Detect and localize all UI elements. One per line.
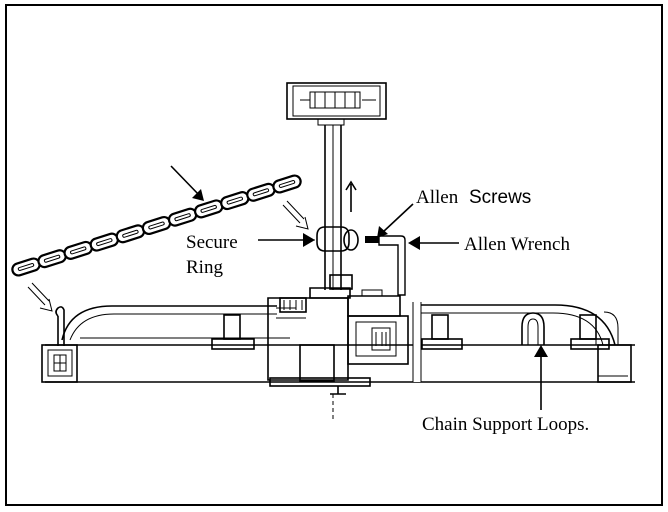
arrow-to-secure-ring-icon: [258, 233, 315, 247]
chain-link: [167, 207, 198, 227]
arrow-chain-to-ring-icon: [282, 200, 309, 230]
arrow-to-allen-wrench-icon: [408, 236, 459, 250]
chain-link-hole: [70, 246, 87, 255]
downrod: [324, 125, 342, 290]
chain-link: [193, 199, 224, 219]
chain-link-hole: [96, 238, 113, 247]
arrow-to-allen-screw-icon: [377, 203, 414, 238]
safety-chain: [11, 174, 302, 277]
arrow-to-chain-icon: [170, 165, 204, 201]
chain-link: [115, 224, 146, 244]
allen-screws-label-allen: Allen: [416, 187, 459, 208]
chain-link-hole: [200, 204, 217, 213]
chain-link-hole: [43, 254, 61, 263]
chain-link: [63, 240, 93, 260]
chain-link: [89, 232, 120, 252]
chain-link: [272, 174, 302, 194]
chain-link-hole: [278, 180, 296, 188]
chain-link-hole: [17, 263, 35, 271]
secure-ring-label-line2: Ring: [186, 257, 223, 278]
arrow-to-support-loop-icon: [534, 345, 548, 410]
up-arrow-icon: [345, 180, 357, 212]
chain-support-loops-label: Chain Support Loops.: [422, 414, 589, 435]
allen-wrench-label: Allen Wrench: [464, 234, 570, 255]
chain-link: [220, 191, 250, 211]
arrow-chain-to-hook-icon: [27, 282, 53, 312]
chain-link-hole: [174, 213, 191, 222]
secure-ring-label-line1: Secure: [186, 232, 238, 253]
diagram-border: [5, 4, 663, 506]
chain-link: [37, 249, 67, 269]
chain-link-hole: [122, 229, 139, 238]
chain-hook: [55, 306, 65, 346]
ceiling-mount: [286, 82, 387, 126]
chain-link-hole: [148, 221, 165, 230]
chain-link: [246, 182, 276, 202]
chain-link-hole: [226, 196, 243, 205]
chain-link: [141, 215, 172, 236]
fan-body: [41, 274, 635, 420]
allen-wrench: [365, 235, 406, 296]
chain-link: [11, 257, 41, 277]
allen-screws-label-screws: Screws: [469, 187, 531, 208]
chain-link-hole: [252, 188, 270, 197]
